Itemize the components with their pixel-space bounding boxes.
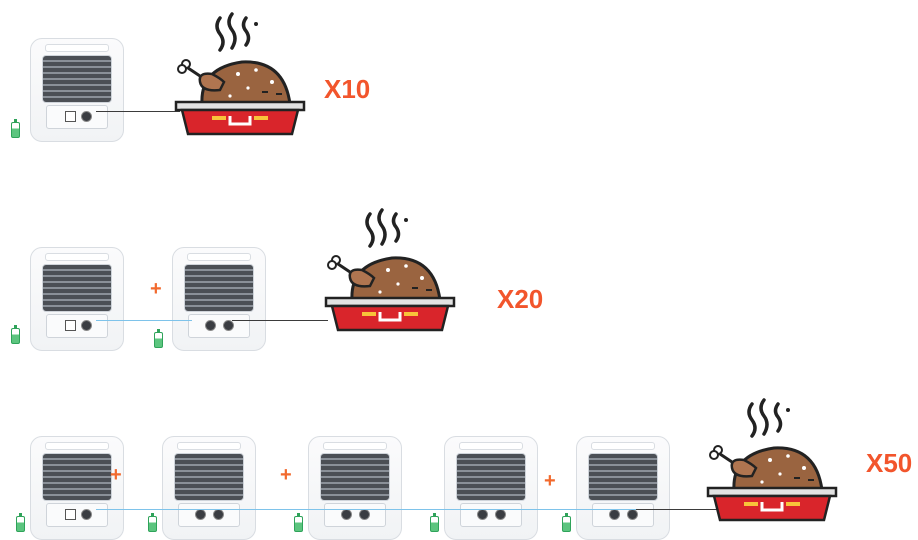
battery-icon xyxy=(11,122,20,138)
multiplier-label: X50 xyxy=(866,448,912,479)
cable xyxy=(96,111,180,112)
plus-icon: + xyxy=(110,464,122,487)
power-station-icon xyxy=(172,247,266,351)
battery-icon xyxy=(154,332,163,348)
roast-turkey-icon xyxy=(704,398,840,522)
power-station-icon xyxy=(30,247,124,351)
plus-icon: + xyxy=(544,470,556,493)
power-station-icon xyxy=(576,436,670,540)
multiplier-label: X20 xyxy=(497,284,543,315)
battery-icon xyxy=(562,516,571,532)
cable xyxy=(96,509,654,510)
battery-icon xyxy=(294,516,303,532)
battery-icon xyxy=(11,328,20,344)
power-station-icon xyxy=(308,436,402,540)
cable xyxy=(232,320,328,321)
roast-turkey-icon xyxy=(172,12,308,136)
power-station-icon xyxy=(30,38,124,142)
cable xyxy=(96,320,192,321)
battery-icon xyxy=(430,516,439,532)
power-station-icon xyxy=(30,436,124,540)
multiplier-label: X10 xyxy=(324,74,370,105)
roast-turkey-icon xyxy=(322,208,458,332)
power-station-icon xyxy=(162,436,256,540)
plus-icon: + xyxy=(280,464,292,487)
plus-icon: + xyxy=(150,278,162,301)
battery-icon xyxy=(148,516,157,532)
power-station-icon xyxy=(444,436,538,540)
battery-icon xyxy=(16,516,25,532)
